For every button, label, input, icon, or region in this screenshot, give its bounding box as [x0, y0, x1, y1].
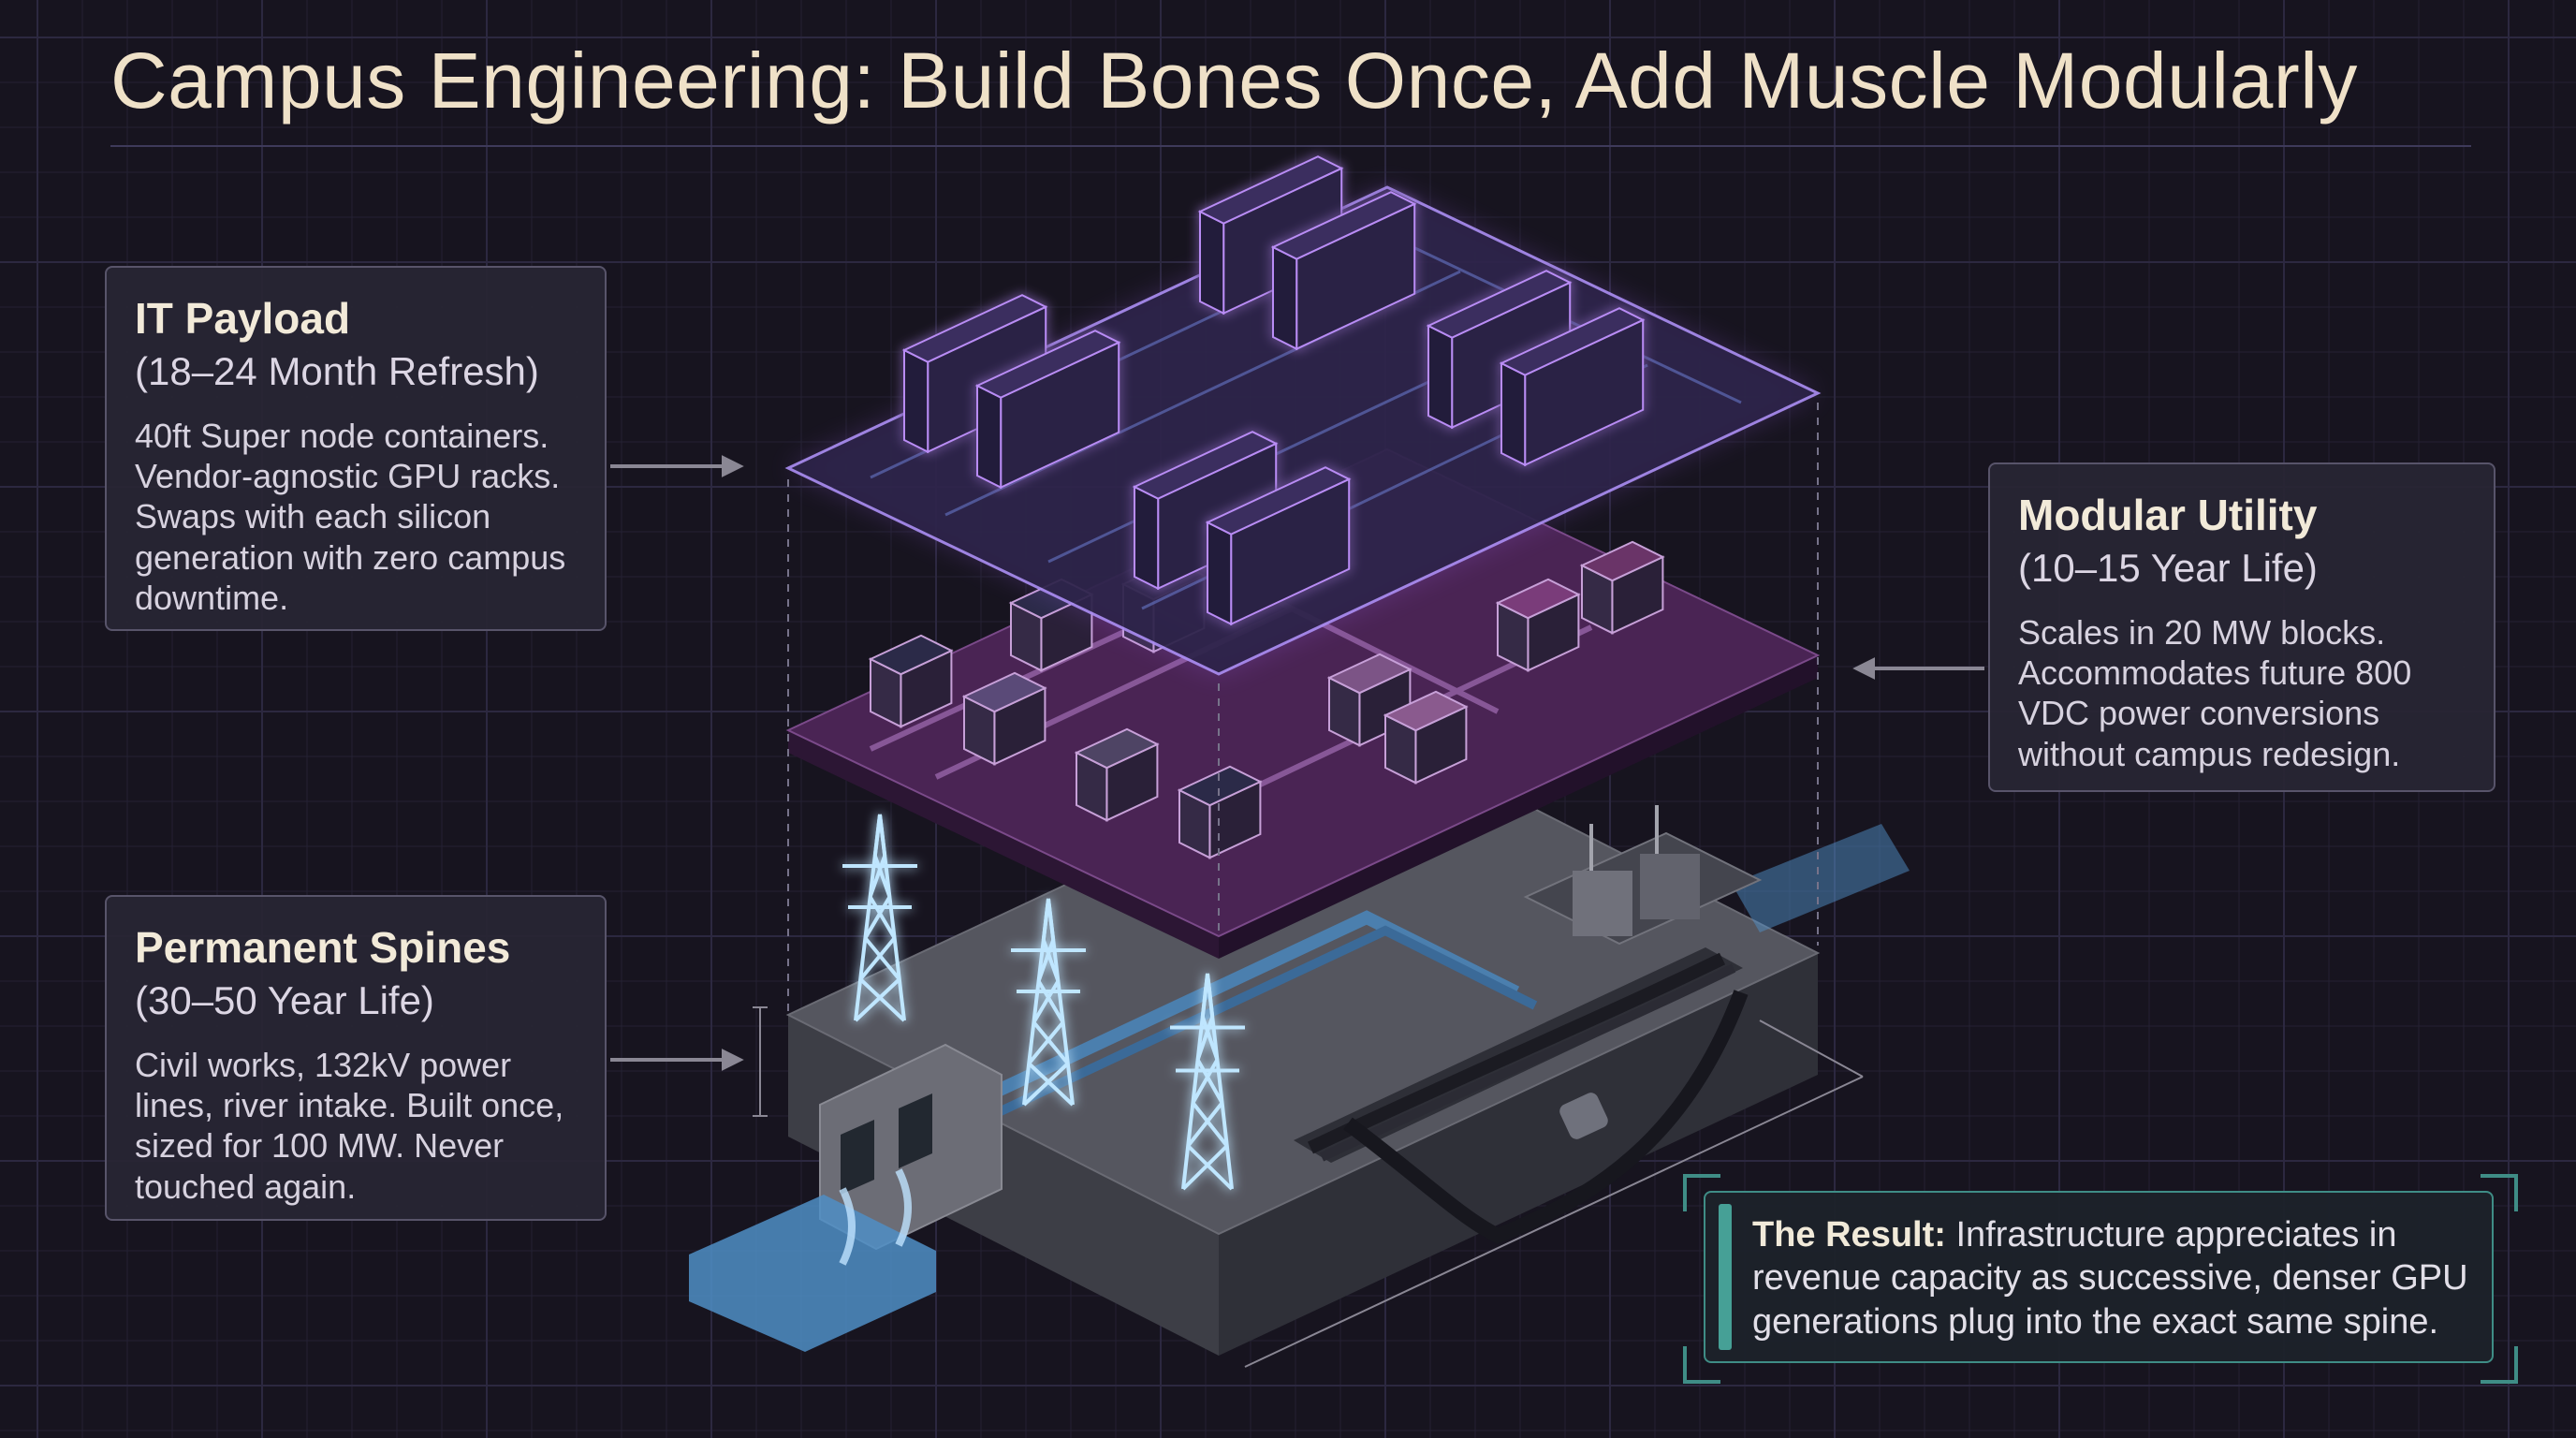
it-payload-heading: IT Payload — [135, 294, 351, 343]
cable-coupler — [1559, 1093, 1608, 1139]
result-accent-bar — [1719, 1204, 1732, 1350]
utility-module — [868, 634, 954, 728]
utility-module — [1074, 727, 1160, 822]
modular-utility-layer — [785, 448, 1821, 959]
result-corner-br — [2481, 1346, 2518, 1384]
it-payload-lifespan: (18–24 Month Refresh) — [135, 348, 539, 393]
it-payload-layer — [784, 155, 1822, 676]
utility-module — [961, 671, 1047, 766]
power-pylons — [842, 814, 1245, 1191]
trench-cables — [1343, 990, 1749, 1244]
river-inflow — [1732, 824, 1910, 932]
intake-gate-1 — [841, 1120, 874, 1195]
pylon — [1170, 973, 1245, 1191]
permanent-spines-lifespan: (30–50 Year Life) — [135, 977, 434, 1022]
projection-lines — [787, 403, 1819, 1011]
gpu-container — [1499, 307, 1646, 467]
result-corner-tl — [1683, 1174, 1720, 1211]
water-pipe-blue-2 — [952, 925, 1538, 1137]
title-divider — [110, 145, 2471, 147]
dimension-markers — [753, 1006, 1864, 1368]
modular-utility-description: Scales in 20 MW blocks. Accommodates fut… — [2018, 613, 2412, 773]
result-corner-tr — [2481, 1174, 2518, 1211]
modular-utility-lifespan: (10–15 Year Life) — [2018, 545, 2318, 590]
result-label: The Result: — [1752, 1215, 1946, 1255]
utility-module — [1495, 578, 1581, 672]
gpu-container — [1197, 155, 1344, 315]
gpu-container — [1426, 270, 1573, 430]
gpu-containers — [901, 155, 1646, 626]
modular-utility-callout: Modular Utility (10–15 Year Life) Scales… — [1988, 462, 2496, 792]
permanent-spines-description: Civil works, 132kV power lines, river in… — [135, 1046, 564, 1206]
pylon — [1011, 898, 1086, 1107]
utility-module — [1383, 690, 1469, 785]
result-corner-bl — [1683, 1346, 1720, 1384]
modular-utility-heading: Modular Utility — [2018, 491, 2318, 539]
page-title: Campus Engineering: Build Bones Once, Ad… — [110, 37, 2358, 125]
power-cable-bundle — [1307, 952, 1726, 1154]
result-callout: The Result: Infrastructure appreciates i… — [1704, 1191, 2494, 1363]
it-payload-description: 40ft Super node containers. Vendor-agnos… — [135, 417, 566, 617]
gpu-container — [1205, 466, 1352, 626]
gpu-container — [1132, 431, 1279, 591]
slab-right-face — [1219, 953, 1818, 1356]
river-water — [689, 1195, 936, 1352]
it-payload-callout: IT Payload (18–24 Month Refresh) 40ft Su… — [105, 266, 607, 631]
utility-modules — [868, 540, 1665, 859]
power-cable-bundle-2 — [1319, 963, 1736, 1162]
utility-module — [1579, 540, 1665, 635]
intake-gate-2 — [899, 1093, 932, 1168]
waterfall-spray — [839, 1168, 912, 1266]
utility-deck-side — [788, 730, 1219, 959]
gpu-container — [974, 330, 1121, 490]
result-text: Infrastructure appreciates in revenue ca… — [1752, 1215, 2468, 1342]
permanent-spines-heading: Permanent Spines — [135, 923, 511, 972]
gpu-container — [1270, 191, 1417, 351]
utility-deck-side-right — [1219, 655, 1818, 959]
permanent-spines-layer — [689, 732, 1910, 1356]
substation-transformer — [1523, 805, 1763, 946]
utility-module — [1177, 765, 1263, 859]
pylon — [842, 814, 917, 1022]
permanent-spines-callout: Permanent Spines (30–50 Year Life) Civil… — [105, 895, 607, 1221]
